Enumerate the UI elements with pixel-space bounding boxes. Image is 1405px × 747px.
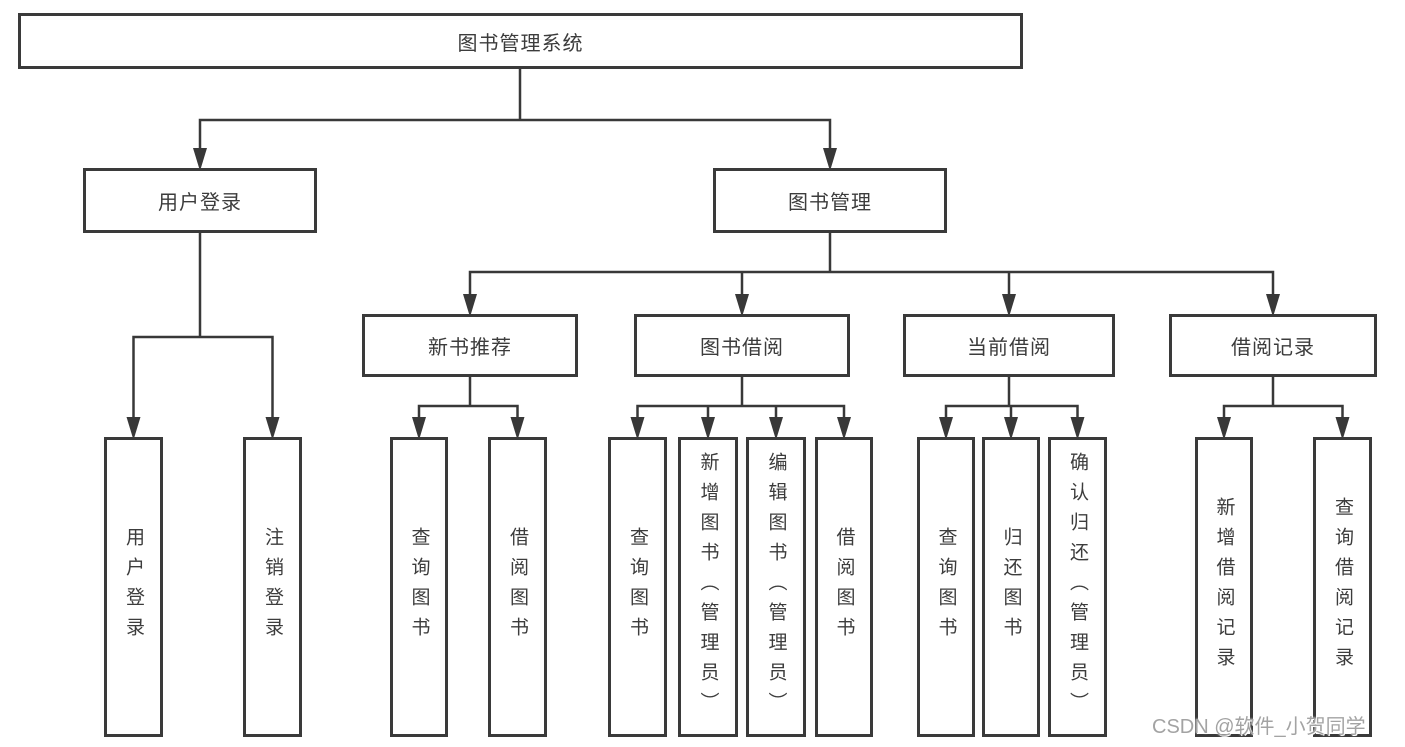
node-edit-books-admin-leaf: 编辑图书（管理员） bbox=[746, 437, 806, 737]
node-label: 查询借阅记录 bbox=[1332, 497, 1353, 677]
node-return-books-leaf: 归还图书 bbox=[982, 437, 1040, 737]
connector-book-management-children bbox=[468, 231, 1275, 297]
watermark: CSDN @软件_小贺同学 bbox=[1152, 716, 1366, 738]
node-label: 查询图书 bbox=[408, 527, 430, 647]
node-library-management-system: 图书管理系统 bbox=[18, 13, 1023, 69]
node-label: 用户登录 bbox=[158, 192, 242, 214]
node-book-management: 图书管理 bbox=[713, 168, 947, 233]
connector-root-to-level2 bbox=[198, 66, 832, 151]
connector-book-borrow-children bbox=[636, 375, 846, 420]
node-label: 新书推荐 bbox=[428, 337, 512, 359]
node-borrow-books-leaf: 借阅图书 bbox=[815, 437, 873, 737]
node-query-books-leaf: 查询图书 bbox=[917, 437, 975, 737]
node-confirm-return-admin-leaf: 确认归还（管理员） bbox=[1048, 437, 1107, 737]
node-label: 注销登录 bbox=[262, 527, 283, 647]
node-add-books-admin-leaf: 新增图书（管理员） bbox=[678, 437, 738, 737]
node-label: 图书借阅 bbox=[700, 337, 784, 359]
connector-new-book-children bbox=[417, 375, 519, 420]
node-logout-leaf: 注销登录 bbox=[243, 437, 302, 737]
node-query-borrow-record-leaf: 查询借阅记录 bbox=[1313, 437, 1372, 737]
connector-user-login-children bbox=[132, 231, 274, 420]
node-label: 查询图书 bbox=[935, 527, 957, 647]
node-label: 图书管理 bbox=[788, 192, 872, 214]
node-label: 新增借阅记录 bbox=[1213, 497, 1235, 677]
connector-borrow-records-children bbox=[1222, 375, 1344, 420]
node-label: 新增图书（管理员） bbox=[697, 452, 719, 722]
node-user-login-leaf: 用户登录 bbox=[104, 437, 163, 737]
node-current-borrowing: 当前借阅 bbox=[903, 314, 1115, 377]
node-borrowing-records: 借阅记录 bbox=[1169, 314, 1377, 377]
node-label: 借阅记录 bbox=[1231, 337, 1315, 359]
node-new-book-recommendation: 新书推荐 bbox=[362, 314, 578, 377]
node-query-books-leaf: 查询图书 bbox=[608, 437, 667, 737]
node-borrow-books-leaf: 借阅图书 bbox=[488, 437, 547, 737]
node-label: 借阅图书 bbox=[833, 527, 855, 647]
node-add-borrow-record-leaf: 新增借阅记录 bbox=[1195, 437, 1253, 737]
node-label: 确认归还（管理员） bbox=[1067, 452, 1088, 722]
node-query-books-leaf: 查询图书 bbox=[390, 437, 448, 737]
node-label: 查询图书 bbox=[627, 527, 648, 647]
node-label: 借阅图书 bbox=[507, 527, 528, 647]
node-book-borrowing: 图书借阅 bbox=[634, 314, 850, 377]
node-label: 当前借阅 bbox=[967, 337, 1051, 359]
node-label: 用户登录 bbox=[123, 527, 144, 647]
node-label: 编辑图书（管理员） bbox=[765, 452, 787, 722]
node-label: 归还图书 bbox=[1000, 527, 1022, 647]
node-label: 图书管理系统 bbox=[457, 32, 584, 55]
connector-current-borrow-children bbox=[944, 375, 1079, 420]
node-user-login: 用户登录 bbox=[83, 168, 317, 233]
